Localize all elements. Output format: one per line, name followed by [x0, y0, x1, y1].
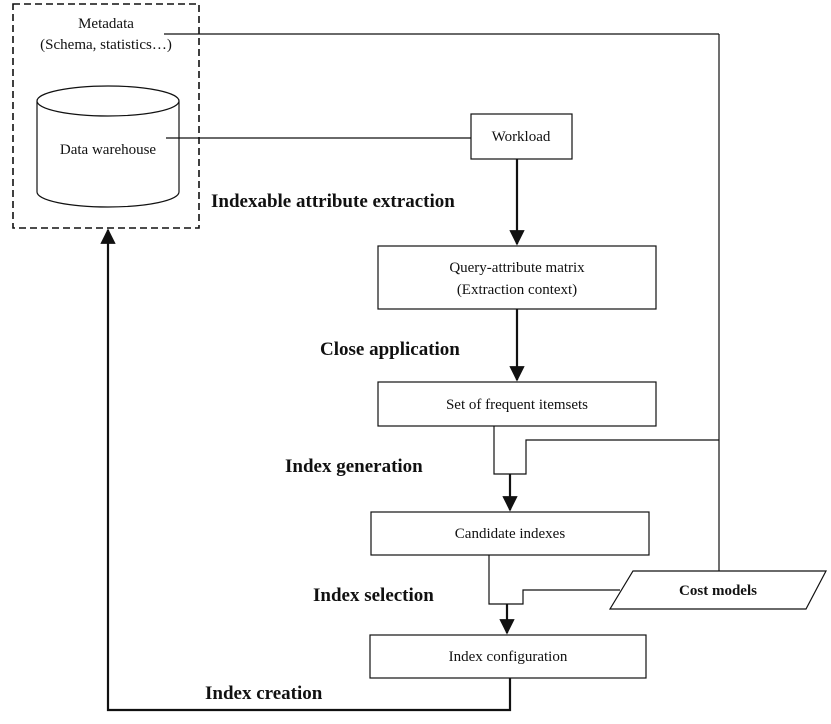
- query-matrix-line2: (Extraction context): [457, 282, 577, 298]
- metadata-junction-right: [510, 439, 719, 475]
- step-selection: Index selection: [313, 585, 434, 606]
- index-configuration-box: [369, 634, 647, 679]
- data-warehouse-label: Data warehouse: [60, 142, 157, 158]
- query-matrix-box: [377, 245, 657, 310]
- cost-models-label: Cost models: [679, 583, 757, 599]
- query-matrix-line1: Query-attribute matrix: [449, 260, 585, 276]
- workload-label: Workload: [492, 129, 551, 145]
- metadata-subtitle: (Schema, statistics…): [40, 37, 172, 53]
- metadata-container: [12, 3, 200, 229]
- metadata-title: Metadata: [78, 16, 134, 32]
- cost-models-shape: [608, 570, 827, 610]
- index-configuration-label: Index configuration: [449, 649, 568, 665]
- itemsets-junction-left: [493, 426, 510, 475]
- step-close: Close application: [320, 339, 460, 360]
- candidate-indexes-box: [370, 511, 650, 556]
- candidates-junction-left: [488, 555, 507, 605]
- costmodels-junction-right: [507, 589, 620, 605]
- data-warehouse-cylinder: [36, 85, 180, 208]
- frequent-itemsets-label: Set of frequent itemsets: [446, 397, 588, 413]
- frequent-itemsets-box: [377, 381, 657, 427]
- step-extraction: Indexable attribute extraction: [211, 191, 455, 212]
- candidate-indexes-label: Candidate indexes: [455, 526, 566, 542]
- step-creation: Index creation: [205, 683, 323, 704]
- arrow-config-to-warehouse: [100, 228, 512, 712]
- workload-box: [470, 113, 573, 160]
- step-generation: Index generation: [285, 456, 423, 477]
